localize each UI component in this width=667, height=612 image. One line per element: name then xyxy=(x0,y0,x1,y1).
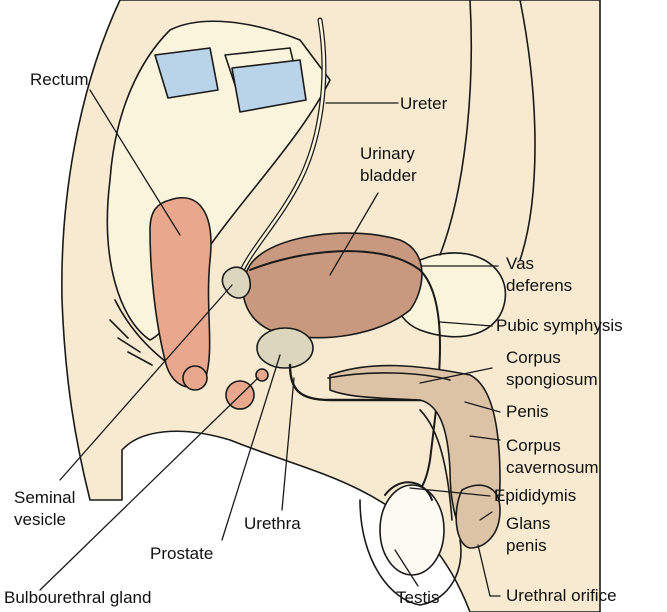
label-penis: Penis xyxy=(506,402,549,422)
bulbourethral-gland-shape xyxy=(256,369,268,381)
label-glans-penis-line1: Glans xyxy=(506,514,550,534)
label-urethra: Urethra xyxy=(244,514,301,534)
label-testis: Testis xyxy=(396,588,439,608)
label-vas-deferens-line2: deferens xyxy=(506,276,572,296)
label-urinary-bladder-line1: Urinary xyxy=(360,144,415,164)
label-corpus-spongiosum-line2: spongiosum xyxy=(506,370,598,390)
label-vas-deferens-line1: Vas xyxy=(506,254,534,274)
label-urinary-bladder-line2: bladder xyxy=(360,166,417,186)
label-urethral-orifice: Urethral orifice xyxy=(506,586,617,606)
sphincter-upper xyxy=(183,366,207,390)
label-seminal-vesicle-line1: Seminal xyxy=(14,488,75,508)
label-glans-penis-line2: penis xyxy=(506,536,547,556)
label-corpus-cavernosum-line2: cavernosum xyxy=(506,458,599,478)
label-corpus-cavernosum-line1: Corpus xyxy=(506,436,561,456)
label-rectum: Rectum xyxy=(30,70,89,90)
label-pubic-symphysis: Pubic symphysis xyxy=(496,316,623,336)
label-seminal-vesicle-line2: vesicle xyxy=(14,510,66,530)
label-corpus-spongiosum-line1: Corpus xyxy=(506,348,561,368)
label-bulbourethral-gland: Bulbourethral gland xyxy=(4,588,151,608)
label-epididymis: Epididymis xyxy=(494,486,576,506)
label-prostate: Prostate xyxy=(150,544,213,564)
testis-shape xyxy=(380,485,444,575)
label-ureter: Ureter xyxy=(400,94,447,114)
prostate xyxy=(257,328,313,368)
